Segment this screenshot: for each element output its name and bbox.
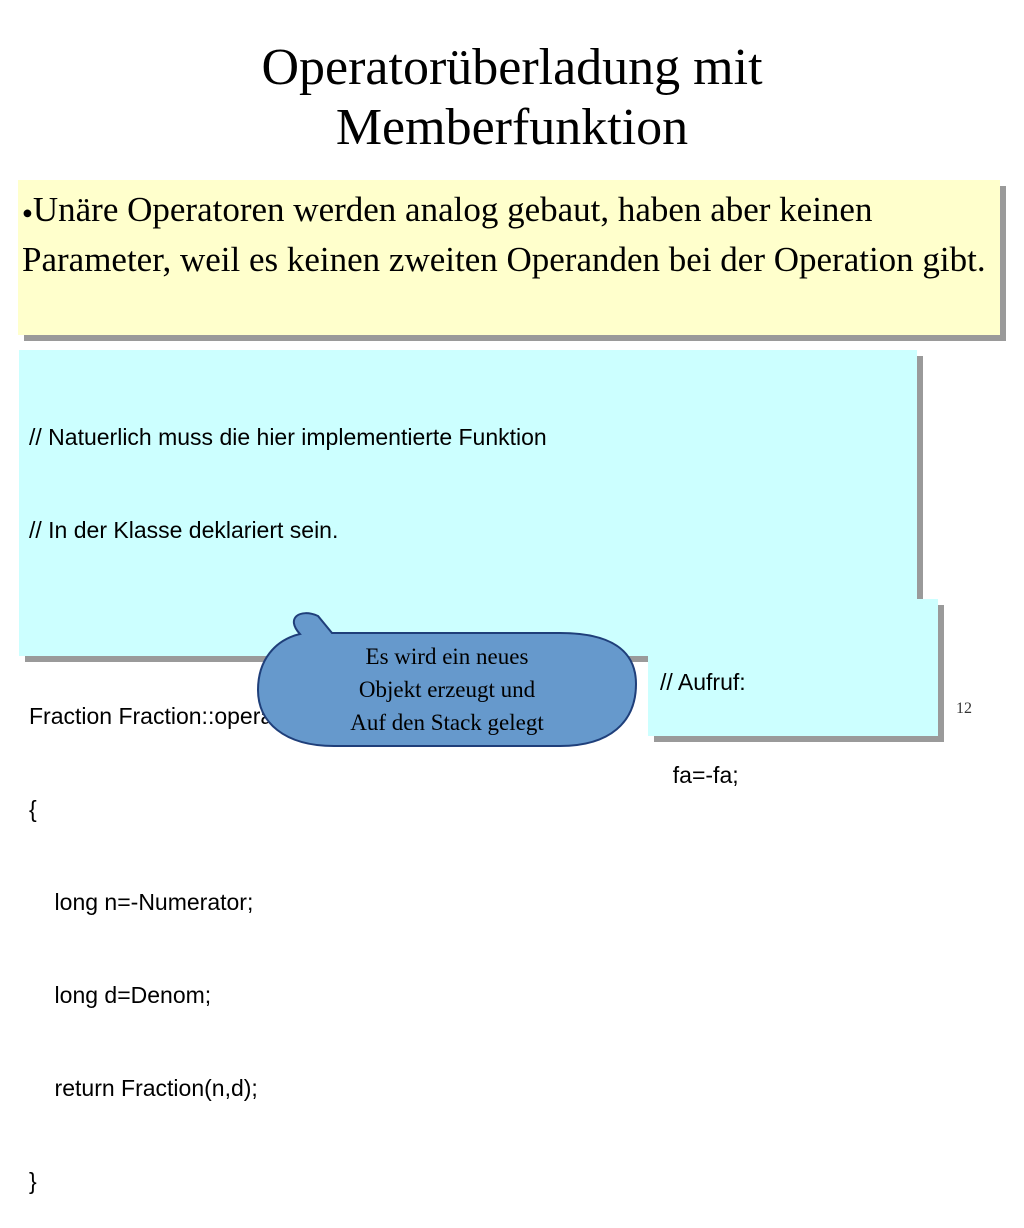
code-line: long d=Denom; [29,982,212,1008]
callout-text: Es wird ein neues Objekt erzeugt und Auf… [258,640,636,739]
call-box: // Aufruf: fa=-fa; [648,599,938,788]
call-line: fa=-fa; [660,762,739,788]
slide-title-line-1: Operatorüberladung mit [261,39,763,96]
bullet-text: Unäre Operatoren werden analog gebaut, h… [22,190,986,280]
code-line: long n=-Numerator; [29,889,254,915]
page-number: 12 [956,700,972,717]
call-line: // Aufruf: [660,669,746,695]
code-line: // Natuerlich muss die hier implementier… [29,424,547,450]
code-line: { [29,796,37,822]
slide-title-line-2: Memberfunktion [335,99,689,156]
callout-line: Auf den Stack gelegt [350,710,544,735]
code-line: // In der Klasse deklariert sein. [29,517,339,543]
bullet-box: ●Unäre Operatoren werden analog gebaut, … [18,180,1000,335]
callout-line: Es wird ein neues [365,644,529,669]
callout-line: Objekt erzeugt und [358,677,536,702]
bullet-marker: ● [22,202,33,223]
slide-title: Operatorüberladung mit Memberfunktion [0,38,1024,158]
code-line: } [29,1168,37,1194]
code-line: return Fraction(n,d); [29,1075,258,1101]
